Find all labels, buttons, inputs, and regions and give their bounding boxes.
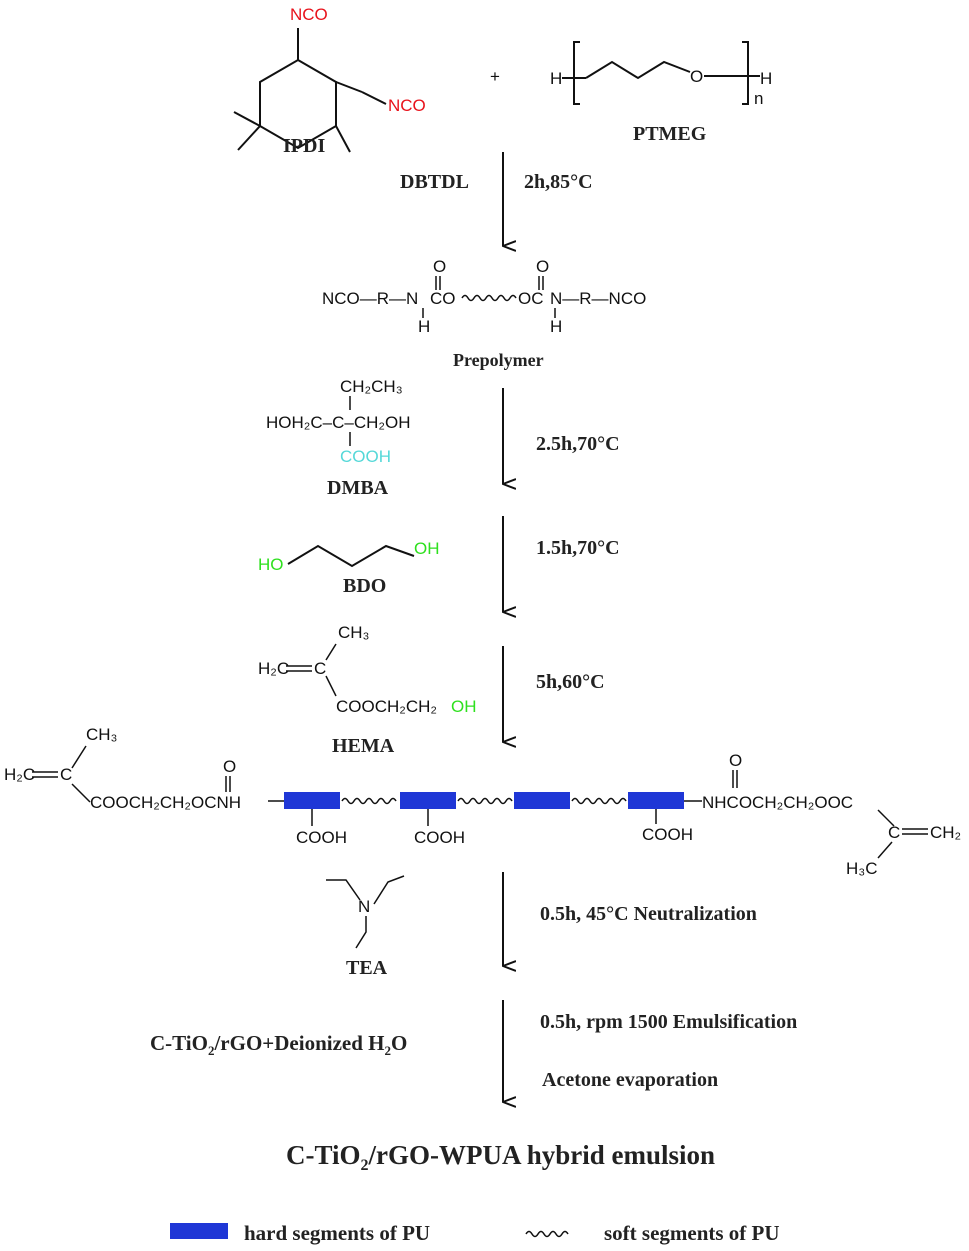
hema-label: HEMA [332, 735, 395, 757]
ipdi-nco-side: NCO [388, 96, 426, 115]
ptmeg-structure: H O H n PTMEG [550, 41, 772, 145]
wpua-right: NHCOCH₂CH₂OOC [702, 793, 853, 812]
water-reagent: C-TiO2/rGO+Deionized H2O [150, 1031, 407, 1058]
hard-segment-4 [628, 792, 684, 809]
ptmeg-label: PTMEG [633, 123, 707, 145]
legend-hard-swatch [170, 1223, 228, 1239]
soft-segment-2 [457, 797, 513, 805]
wpua-c-right: C [888, 823, 900, 842]
bdo-label: BDO [343, 575, 386, 597]
dmba-structure: CH₂CH₃ HOH₂C–C–CH₂OH COOH DMBA [266, 377, 411, 499]
prepolymer-label: Prepolymer [453, 350, 544, 370]
ptmeg-o: O [690, 67, 703, 86]
prepolymer-structure: NCO—R—N CO O H OC O N—R—NCO H Prepolymer [322, 257, 646, 370]
soft-segment-1 [341, 797, 397, 805]
wpua-o-right: O [729, 751, 742, 770]
legend-soft-label: soft segments of PU [604, 1221, 780, 1245]
bdo-oh: OH [414, 539, 440, 558]
condition-step5: 0.5h, 45°C Neutralization [540, 903, 757, 925]
prepolymer-o-left: O [433, 257, 446, 276]
prepolymer-h-right: H [550, 317, 562, 336]
legend-soft-swatch [525, 1230, 569, 1238]
hard-segment-2 [400, 792, 456, 809]
legend-hard-label: hard segments of PU [244, 1221, 430, 1245]
product-label: C-TiO2/rGO-WPUA hybrid emulsion [286, 1140, 715, 1174]
hema-h2c: H₂C [258, 659, 289, 678]
wpua-cooh-1: COOH [296, 828, 347, 847]
ipdi-nco-top: NCO [290, 5, 328, 24]
condition-step7: Acetone evaporation [542, 1069, 718, 1091]
bdo-ho: HO [258, 555, 284, 574]
ipdi-structure: NCO NCO IPDI [233, 5, 426, 157]
tea-n: N [358, 897, 370, 916]
prepolymer-h-left: H [418, 317, 430, 336]
wpua-ch3: CH₃ [86, 725, 117, 744]
prepolymer-o-right: O [536, 257, 549, 276]
ptmeg-h-left: H [550, 69, 562, 88]
tea-structure: N TEA [326, 875, 405, 979]
dmba-top: CH₂CH₃ [340, 377, 403, 396]
ptmeg-n: n [754, 89, 763, 108]
plus-sign: + [490, 67, 500, 86]
wpua-h2c: H₂C [4, 765, 35, 784]
hema-structure: CH₃ H₂C C COOCH₂CH₂ OH HEMA [258, 623, 477, 757]
condition-step4: 5h,60°C [536, 671, 605, 693]
hard-segment-1 [284, 792, 340, 809]
legend: hard segments of PU soft segments of PU [170, 1221, 780, 1245]
wpua-left: COOCH₂CH₂OCNH [90, 793, 241, 812]
hema-ester: COOCH₂CH₂ [336, 697, 437, 716]
wpua-h3c: H₃C [846, 859, 877, 878]
hema-c: C [314, 659, 326, 678]
prepolymer-left: NCO—R—N [322, 289, 418, 308]
prepolymer-co-right: OC [518, 289, 544, 308]
bdo-structure: HO OH BDO [258, 539, 440, 597]
condition-step6: 0.5h, rpm 1500 Emulsification [540, 1011, 797, 1033]
tea-label: TEA [346, 957, 388, 979]
wpua-c-left: C [60, 765, 72, 784]
dmba-cooh: COOH [340, 447, 391, 466]
hema-oh: OH [451, 697, 477, 716]
ptmeg-h-right: H [760, 69, 772, 88]
prepolymer-right: N—R—NCO [550, 289, 646, 308]
catalyst-label: DBTDL [400, 171, 469, 193]
condition-step2: 2.5h,70°C [536, 433, 620, 455]
wpua-chain: CH₃ H₂C C COOCH₂CH₂OCNH O COOH COOH COOH… [4, 725, 961, 878]
wpua-cooh-2: COOH [414, 828, 465, 847]
ipdi-label: IPDI [283, 135, 325, 157]
wpua-ch2: CH₂ [930, 823, 961, 842]
condition-step1: 2h,85°C [524, 171, 593, 193]
dmba-label: DMBA [327, 477, 389, 499]
soft-segment-3 [571, 797, 627, 805]
wpua-o-left: O [223, 757, 236, 776]
wpua-cooh-3: COOH [642, 825, 693, 844]
dmba-mid: HOH₂C–C–CH₂OH [266, 413, 411, 432]
prepolymer-co-left: CO [430, 289, 456, 308]
condition-step3: 1.5h,70°C [536, 537, 620, 559]
hema-ch3: CH₃ [338, 623, 369, 642]
hard-segment-3 [514, 792, 570, 809]
